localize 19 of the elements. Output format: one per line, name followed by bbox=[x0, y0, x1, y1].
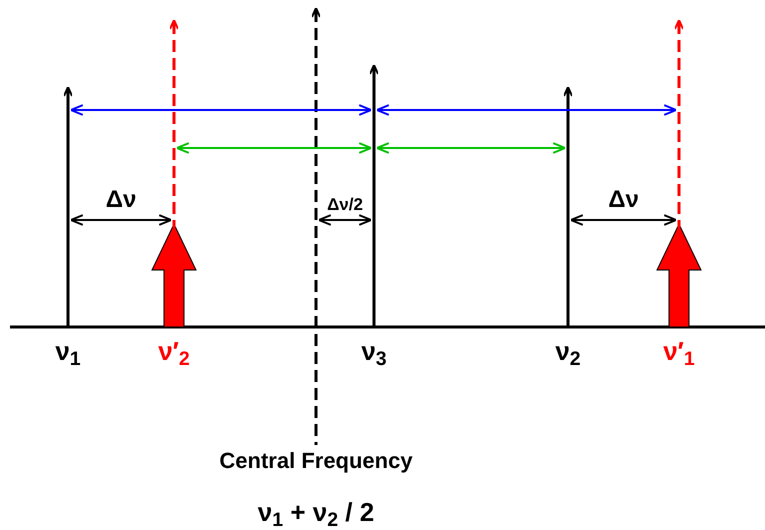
frequency-line bbox=[370, 65, 378, 327]
frequency-line bbox=[64, 87, 72, 327]
double-arrow bbox=[376, 104, 678, 116]
frequency-line bbox=[564, 87, 572, 327]
frequency-label: ν$_{1}$ + ν$_{2}$ / 2 bbox=[258, 496, 374, 528]
dashed-frequency-line bbox=[312, 8, 320, 445]
frequency-label: ν$_{3}$ bbox=[361, 335, 387, 368]
axis-caption: Central Frequency bbox=[219, 447, 413, 474]
frequency-label: ν$_{2}$ bbox=[555, 335, 581, 368]
frequency-label: ν$_{1}$ bbox=[55, 335, 81, 368]
double-arrow bbox=[318, 214, 372, 226]
double-arrow bbox=[70, 104, 372, 116]
double-arrow bbox=[70, 214, 172, 226]
frequency-label: ν′$_{1}$ bbox=[663, 335, 695, 368]
double-arrow bbox=[376, 142, 566, 154]
double-arrow bbox=[570, 214, 678, 226]
frequency-label: ν′$_{2}$ bbox=[158, 335, 190, 368]
edge-label: Δν/2 bbox=[327, 196, 363, 213]
double-arrow bbox=[176, 142, 372, 154]
